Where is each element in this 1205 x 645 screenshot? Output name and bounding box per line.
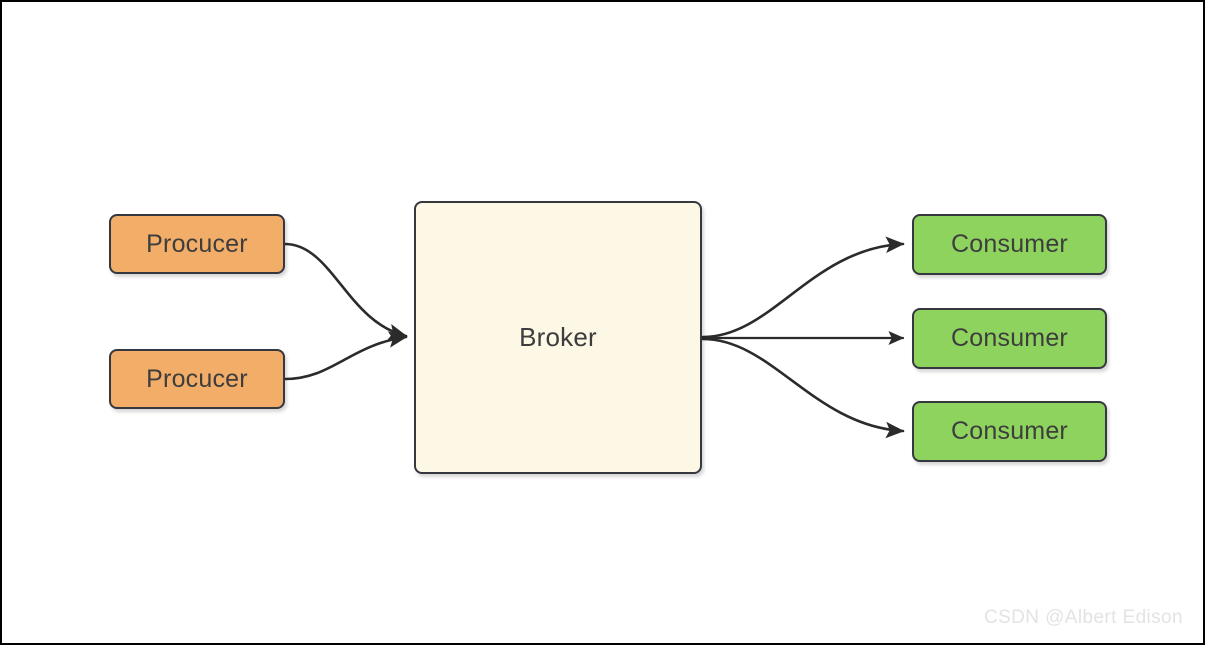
edge-broker-consumer-3 [701,337,905,439]
edge-broker-consumer-1 [701,236,905,339]
edge-producer-1-broker [283,242,408,341]
watermark: CSDN @Albert Edison [983,607,1183,628]
node-producer-1-label: Procucer [146,229,248,258]
node-broker-label: Broker [519,322,597,352]
node-consumer-2-label: Consumer [951,324,1068,352]
node-broker[interactable]: Broker [414,201,702,474]
edge-producer-2-broker [283,331,408,381]
node-producer-2-label: Procucer [146,364,248,393]
node-consumer-3-label: Consumer [951,417,1068,445]
node-consumer-1-label: Consumer [951,230,1068,258]
node-consumer-1[interactable]: Consumer [912,214,1107,275]
node-producer-1[interactable]: Procucer [109,214,285,274]
node-consumer-2[interactable]: Consumer [912,308,1107,369]
node-producer-2[interactable]: Procucer [109,349,285,409]
node-consumer-3[interactable]: Consumer [912,401,1107,462]
